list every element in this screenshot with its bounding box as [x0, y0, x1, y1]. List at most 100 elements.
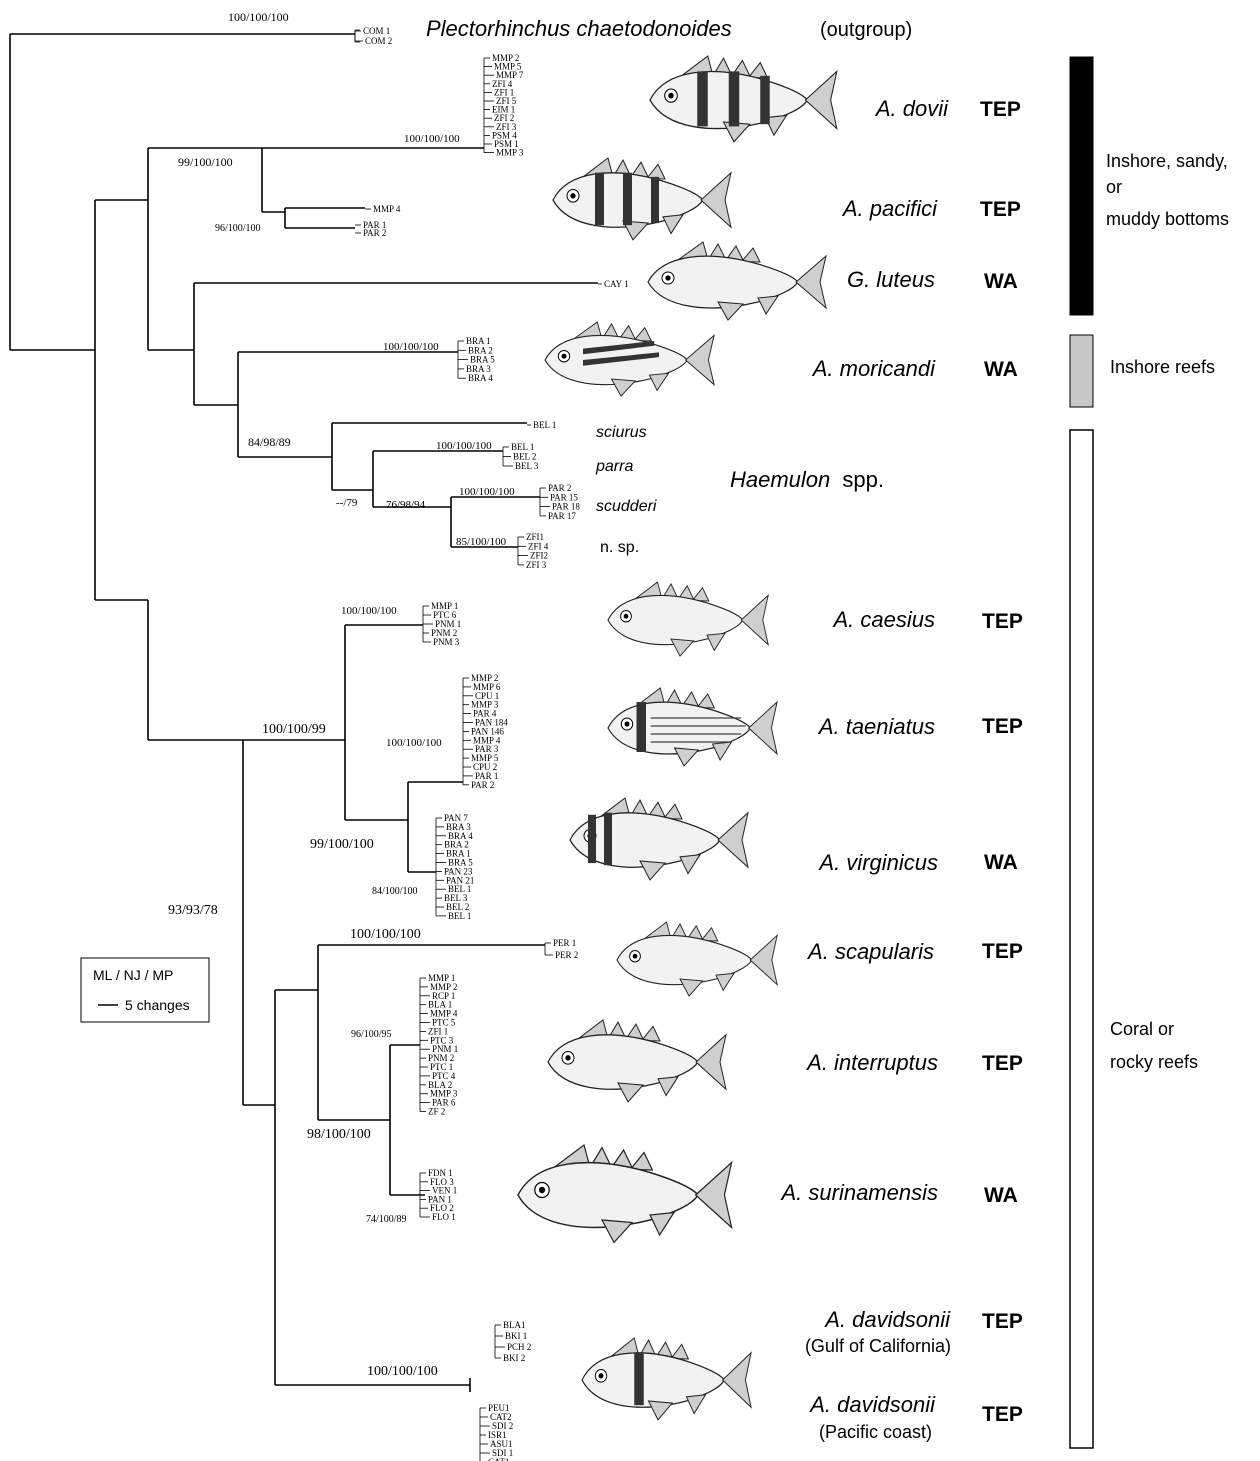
habitat-bars: Inshore, sandy, or muddy bottoms Inshore… — [1070, 57, 1229, 1448]
tip-cluster: BEL 1 — [527, 420, 556, 430]
species-caesius: A. caesius — [832, 607, 936, 632]
haemulon-genus: Haemulon — [730, 467, 830, 492]
tip-label: BEL 1 — [533, 420, 556, 430]
fish-pacifici-image — [553, 158, 731, 240]
tip-label: BEL 1 — [448, 911, 471, 921]
tip-label: PER 1 — [553, 938, 576, 948]
fish-davidsonii-image — [582, 1338, 751, 1420]
tip-label: PCH 2 — [507, 1342, 531, 1352]
tip-label: PER 2 — [555, 950, 578, 960]
species-taeniatus: A. taeniatus — [817, 714, 935, 739]
support-virginicus: 84/100/100 — [372, 886, 418, 897]
support-scudderi: 100/100/100 — [459, 486, 515, 498]
haemulon-spp: spp. — [842, 467, 884, 492]
habitat-bar-coral-reefs — [1070, 430, 1093, 1448]
region-interruptus: TEP — [982, 1052, 1023, 1075]
species-virginicus: A. virginicus — [817, 850, 938, 875]
fish-moricandi-image — [545, 322, 714, 396]
region-davidsonii-pacific: TEP — [982, 1403, 1023, 1426]
tip-label: BLA1 — [503, 1320, 526, 1330]
tip-label: BKI 2 — [503, 1353, 525, 1363]
support-scapularis: 100/100/100 — [350, 927, 421, 942]
support-moricandi: 100/100/100 — [383, 341, 439, 353]
species-davidsonii-gulf: A. davidsonii — [823, 1307, 951, 1332]
fish-taeniatus-image — [608, 688, 777, 766]
region-moricandi: WA — [984, 358, 1018, 381]
support-taeniatus: 100/100/100 — [386, 737, 442, 749]
region-scapularis: TEP — [982, 940, 1023, 963]
tip-label: PAR 17 — [548, 511, 576, 521]
haemulon-label: Haemulon spp. — [730, 467, 884, 492]
region-surinamensis: WA — [984, 1184, 1018, 1207]
support-haemulon-pair: 76/98/94 — [386, 499, 426, 511]
haemulon-member-nsp: n. sp. — [600, 539, 639, 556]
region-virginicus: WA — [984, 851, 1018, 874]
support-dovii: 100/100/100 — [404, 133, 460, 145]
support-taeniatus-virginicus: 99/100/100 — [310, 837, 374, 852]
davidsonii-pacific-sub: (Pacific coast) — [819, 1422, 932, 1442]
tip-label: PAR 2 — [471, 780, 494, 790]
support-parra: 100/100/100 — [436, 440, 492, 452]
tip-label: BEL 2 — [513, 452, 536, 462]
support-big-clade: 93/93/78 — [168, 903, 218, 918]
tip-label: CAY 1 — [604, 279, 629, 289]
species-davidsonii-pacific: A. davidsonii — [808, 1392, 936, 1417]
region-labels: TEP TEP WA WA TEP TEP WA TEP TEP WA TEP … — [980, 98, 1023, 1426]
species-surinamensis: A. surinamensis — [779, 1180, 938, 1205]
species-dovii: A. dovii — [874, 96, 949, 121]
tip-cluster: MMP 2MMP 6CPU 1MMP 3PAR 4PAN 184PAN 146M… — [463, 673, 508, 790]
legend-methods: ML / NJ / MP — [93, 967, 173, 983]
support-dovii-pacifici: 99/100/100 — [178, 155, 233, 169]
region-davidsonii-gulf: TEP — [982, 1310, 1023, 1333]
haemulon-member-parra: parra — [595, 458, 633, 475]
haemulon-member-sciurus: sciurus — [596, 424, 647, 441]
habitat-label-inshore-sandy-2: or — [1106, 177, 1122, 197]
tip-label: ZF 2 — [428, 1107, 445, 1117]
tip-label: BRA 4 — [468, 373, 493, 383]
support-outgroup: 100/100/100 — [228, 10, 289, 24]
tip-label: PNM 3 — [433, 637, 460, 647]
tip-cluster: MMP 4 — [365, 204, 401, 214]
fish-scapularis-image — [617, 922, 777, 996]
support-caesius-group: 100/100/99 — [262, 722, 326, 737]
tip-label: MMP 3 — [496, 148, 524, 158]
habitat-label-coral-2: rocky reefs — [1110, 1052, 1198, 1072]
habitat-label-inshore-sandy-3: muddy bottoms — [1106, 209, 1229, 229]
tip-label: PAR 2 — [363, 228, 386, 238]
tree-branches — [10, 30, 598, 1392]
region-luteus: WA — [984, 270, 1018, 293]
region-caesius: TEP — [982, 610, 1023, 633]
support-surinamensis: 74/100/89 — [366, 1214, 407, 1225]
habitat-label-inshore-sandy-1: Inshore, sandy, — [1106, 151, 1228, 171]
tip-cluster: CAY 1 — [598, 279, 629, 289]
tip-label: ZFI 3 — [526, 560, 547, 570]
outgroup-note: (outgroup) — [820, 19, 912, 41]
tip-label: CAT1 — [488, 1457, 510, 1461]
support-haemulon: 84/98/89 — [248, 435, 291, 449]
legend-scale-label: 5 changes — [125, 997, 190, 1013]
fish-virginicus-image — [570, 798, 748, 880]
tip-cluster: PAR 2 — [355, 228, 386, 238]
tip-cluster: BLA1BKI 1PCH 2BKI 2 — [495, 1320, 531, 1363]
support-pacifici: 96/100/100 — [215, 223, 261, 234]
habitat-label-inshore-reefs: Inshore reefs — [1110, 357, 1215, 377]
species-moricandi: A. moricandi — [811, 356, 936, 381]
tip-label: MMP 4 — [373, 204, 401, 214]
support-davidsonii: 100/100/100 — [367, 1364, 438, 1379]
region-taeniatus: TEP — [982, 715, 1023, 738]
tip-label: COM 1 — [363, 26, 390, 36]
tip-cluster: PER 1 PER 2 — [545, 938, 578, 960]
fish-interruptus-image — [548, 1020, 726, 1102]
species-interruptus: A. interruptus — [805, 1050, 938, 1075]
tip-label: BEL 3 — [515, 461, 539, 471]
haemulon-member-scudderi: scudderi — [596, 498, 657, 515]
